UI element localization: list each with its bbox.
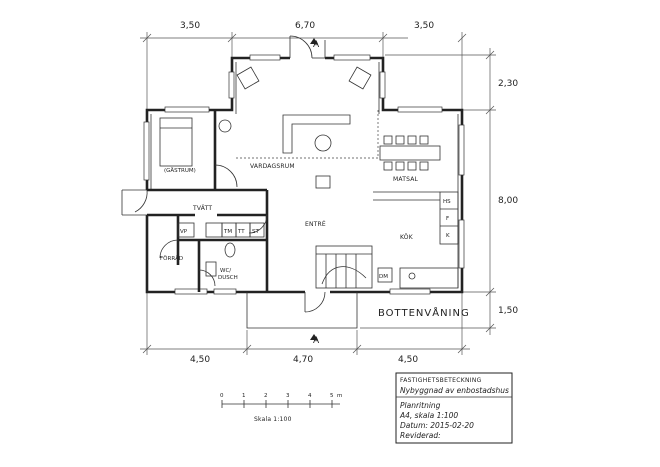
title-block-project: Nybyggnad av enbostadshus [400,386,509,395]
dim-top-left: 3,50 [180,21,200,31]
appliance-dm: DM [379,274,388,280]
section-marker-top-label: A [313,40,320,50]
dim-bottom-left: 4,50 [190,355,210,365]
dim-right-bottom: 1,50 [498,306,518,316]
dimension-lines [140,32,496,355]
title-block-drawing: Planritning [400,401,441,410]
interior-walls [147,110,379,292]
scale-tick-5: 5 [330,393,334,399]
appliance-k: K [446,233,450,239]
scale-tick-1: 1 [242,393,246,399]
dim-bottom-middle: 4,70 [293,355,313,365]
section-marker-bottom [310,334,318,340]
section-marker-top [310,38,318,44]
room-label-entre: ENTRÉ [305,220,326,228]
fireplace-icon [315,175,331,189]
room-label-gastrum: (GÄSTRUM) [164,167,196,174]
scale-tick-3: 3 [286,393,290,399]
section-marker-bottom-label: A [313,336,320,346]
dishwasher-box [377,267,393,283]
title-block-format: A4, skala 1:100 [399,411,458,420]
wc-fixtures [205,242,236,277]
guest-bed [159,117,193,167]
appliance-st: ST [252,229,259,235]
scale-tick-0: 0 [220,393,224,399]
spiral-stair-icon [218,119,232,133]
top-door [289,35,326,59]
exterior-walls [143,54,465,295]
dim-top-middle: 6,70 [295,21,315,31]
dim-right-middle: 8,00 [498,196,518,206]
room-label-kok: KÖK [400,234,414,241]
scale-unit: m [337,393,342,399]
scale-tick-4: 4 [308,393,312,399]
appliance-f: F [446,216,449,222]
staircase [315,245,373,289]
title-block-heading: FASTIGHETSBETECKNING [400,377,482,384]
scale-bar [221,400,340,408]
appliance-tm: TM [223,229,232,235]
dining-table [379,135,441,171]
appliance-tt: TT [237,229,245,235]
living-room-furniture [236,66,372,154]
title-block-date: Datum: 2015-02-20 [400,421,474,430]
dim-bottom-right: 4,50 [398,355,418,365]
kitchen-counter [373,191,459,289]
scale-label: Skala 1:100 [254,416,292,423]
room-label-vardagsrum: VARDAGSRUM [250,163,295,170]
room-label-dusch: DUSCH [218,275,238,281]
appliance-vp: VP [180,229,188,235]
room-label-wc: WC/ [220,268,231,274]
room-label-tvatt: TVÄTT [192,205,212,212]
appliance-hs: HS [443,199,451,205]
dim-right-top: 2,30 [498,79,518,89]
plan-title: BOTTENVÅNING [378,306,470,319]
scale-tick-2: 2 [264,393,268,399]
room-label-forrad: FÖRRÅD [160,255,183,262]
dim-top-right: 3,50 [414,21,434,31]
title-block-revised: Reviderad: [400,431,441,440]
side-door [121,189,148,216]
laundry-appliances [177,222,265,238]
front-porch [246,291,358,340]
title-block [395,372,513,444]
room-label-matsal: MATSAL [393,176,419,183]
